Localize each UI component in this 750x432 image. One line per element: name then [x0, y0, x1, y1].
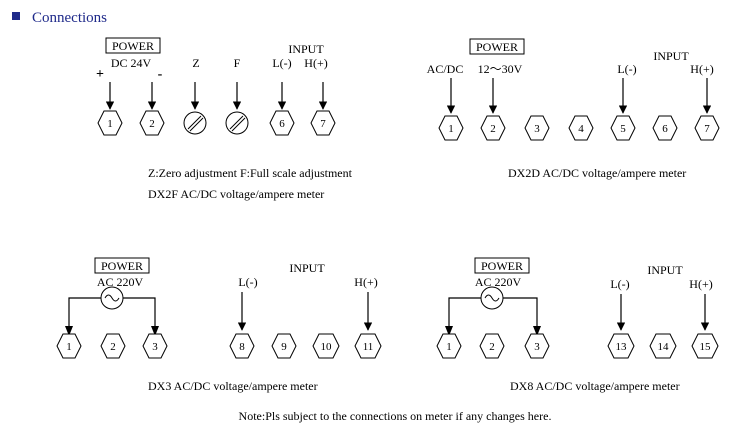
dx3-power-label: POWER — [101, 259, 143, 273]
dx2f-plus-sign: + — [96, 67, 104, 82]
dx8-ac-wire — [448, 297, 538, 334]
dx2d-power-box — [469, 38, 525, 55]
dx2d-terminal-4-hex — [568, 115, 594, 141]
dx8-l-label: L(-) — [610, 277, 629, 291]
dx3-terminal-2-label: 2 — [110, 341, 116, 353]
dx2d-terminal-6-hex — [652, 115, 678, 141]
dx2f-terminal-2-label: 2 — [149, 118, 155, 130]
dx8-input-label: INPUT — [647, 263, 683, 277]
dx2d-diagram: POWER AC/DC 12～30V INPUT L(-) H(+) 1 2 3… — [427, 38, 720, 180]
dx2d-terminal-7-hex — [694, 115, 720, 141]
dx2d-terminal-7-label: 7 — [704, 123, 710, 135]
dx2d-h-label: H(+) — [690, 62, 713, 76]
dx8-power-box — [474, 257, 530, 274]
dx2d-l-label: L(-) — [617, 62, 636, 76]
dx2f-caption: DX2F AC/DC voltage/ampere meter — [148, 187, 324, 201]
dx2f-terminal-6-hex — [269, 110, 295, 136]
dx3-terminal-11-hex — [354, 333, 382, 359]
dx3-terminal-2-hex — [100, 333, 126, 359]
dx8-terminal-1-hex — [436, 333, 462, 359]
dx2f-input-label: INPUT — [288, 42, 324, 56]
dx2f-h-label: H(+) — [304, 56, 327, 70]
header-bullet — [12, 12, 20, 20]
dx2d-terminal-1-hex — [438, 115, 464, 141]
page-title: Connections — [32, 10, 107, 26]
dx8-ac-label: AC 220V — [475, 275, 522, 289]
dx3-terminal-3-label: 3 — [152, 341, 158, 353]
dx2f-minus-sign: - — [158, 67, 163, 82]
dx3-terminal-9-hex — [271, 333, 297, 359]
dx2d-terminal-1-label: 1 — [448, 123, 454, 135]
dx2d-terminal-3-label: 3 — [534, 123, 540, 135]
dx2f-f-label: F — [234, 56, 241, 70]
footer-note: Note:Pls subject to the connections on m… — [239, 409, 552, 423]
dx2d-terminal-2-hex — [480, 115, 506, 141]
dx2d-input-label: INPUT — [653, 49, 689, 63]
dx8-terminal-13-label: 13 — [616, 341, 628, 353]
dx2f-l-label: L(-) — [272, 56, 291, 70]
dx2f-terminal-7-hex — [310, 110, 336, 136]
dx8-terminal-3-hex — [524, 333, 550, 359]
dx2f-terminal-7-label: 7 — [320, 118, 326, 130]
dx2d-voltage-range: 12～30V — [478, 62, 523, 76]
dx2f-terminal-2-hex — [139, 110, 165, 136]
dx2f-note: Z:Zero adjustment F:Full scale adjustmen… — [148, 166, 353, 180]
dx2f-diagram: POWER DC 24V + - Z F INPUT L(-) H(+) 1 2 — [96, 37, 353, 201]
dx3-terminal-3-hex — [142, 333, 168, 359]
dx8-terminal-15-hex — [691, 333, 719, 359]
dx2d-terminal-3-hex — [524, 115, 550, 141]
dx2d-terminal-4-label: 4 — [578, 123, 584, 135]
dx2f-dc-label: DC 24V — [111, 56, 152, 70]
dx8-ac-source-icon — [480, 286, 504, 310]
dx3-terminal-1-label: 1 — [66, 341, 72, 353]
dx3-terminal-10-hex — [312, 333, 340, 359]
dx8-terminal-13-hex — [607, 333, 635, 359]
dx2d-power-label: POWER — [476, 40, 518, 54]
dx2d-terminal-5-hex — [610, 115, 636, 141]
dx3-terminal-10-label: 10 — [321, 341, 333, 353]
dx2f-power-label: POWER — [112, 39, 154, 53]
dx8-caption: DX8 AC/DC voltage/ampere meter — [510, 379, 680, 393]
dx3-terminal-1-hex — [56, 333, 82, 359]
dx3-diagram: POWER AC 220V INPUT L(-) H(+) 1 2 3 8 9 … — [56, 257, 382, 393]
dx3-terminal-8-hex — [229, 333, 255, 359]
dx2d-terminal-2-label: 2 — [490, 123, 496, 135]
dx3-power-box — [94, 257, 150, 274]
dx2f-power-box — [105, 37, 161, 54]
dx2f-terminal-1-hex — [97, 110, 123, 136]
dx3-terminal-9-label: 9 — [281, 341, 287, 353]
dx3-ac-label: AC 220V — [97, 275, 144, 289]
dx2f-full-scale-screw-icon — [225, 111, 249, 135]
dx3-caption: DX3 AC/DC voltage/ampere meter — [148, 379, 318, 393]
dx8-diagram: POWER AC 220V INPUT L(-) H(+) 1 2 3 13 1… — [436, 257, 719, 393]
dx2d-terminal-6-label: 6 — [662, 123, 668, 135]
dx2f-zero-adjust-screw-icon — [183, 111, 207, 135]
dx8-terminal-14-label: 14 — [658, 341, 670, 353]
dx8-terminal-14-hex — [649, 333, 677, 359]
dx8-terminal-2-hex — [479, 333, 505, 359]
dx3-l-label: L(-) — [238, 275, 257, 289]
dx3-terminal-8-label: 8 — [239, 341, 245, 353]
dx2d-terminal-5-label: 5 — [620, 123, 626, 135]
dx3-ac-source-icon — [100, 286, 124, 310]
dx8-terminal-2-label: 2 — [489, 341, 495, 353]
dx8-h-label: H(+) — [689, 277, 712, 291]
dx8-terminal-15-label: 15 — [700, 341, 712, 353]
dx2d-caption: DX2D AC/DC voltage/ampere meter — [508, 166, 686, 180]
dx3-terminal-11-label: 11 — [363, 341, 374, 353]
dx8-terminal-3-label: 3 — [534, 341, 540, 353]
dx2f-terminal-6-label: 6 — [279, 118, 285, 130]
dx2d-acdc-label: AC/DC — [427, 62, 464, 76]
dx3-input-label: INPUT — [289, 261, 325, 275]
dx2f-terminal-1-label: 1 — [107, 118, 113, 130]
dx3-h-label: H(+) — [354, 275, 377, 289]
dx8-power-label: POWER — [481, 259, 523, 273]
dx8-terminal-1-label: 1 — [446, 341, 452, 353]
dx2f-z-label: Z — [192, 56, 199, 70]
dx3-ac-wire — [68, 297, 156, 334]
